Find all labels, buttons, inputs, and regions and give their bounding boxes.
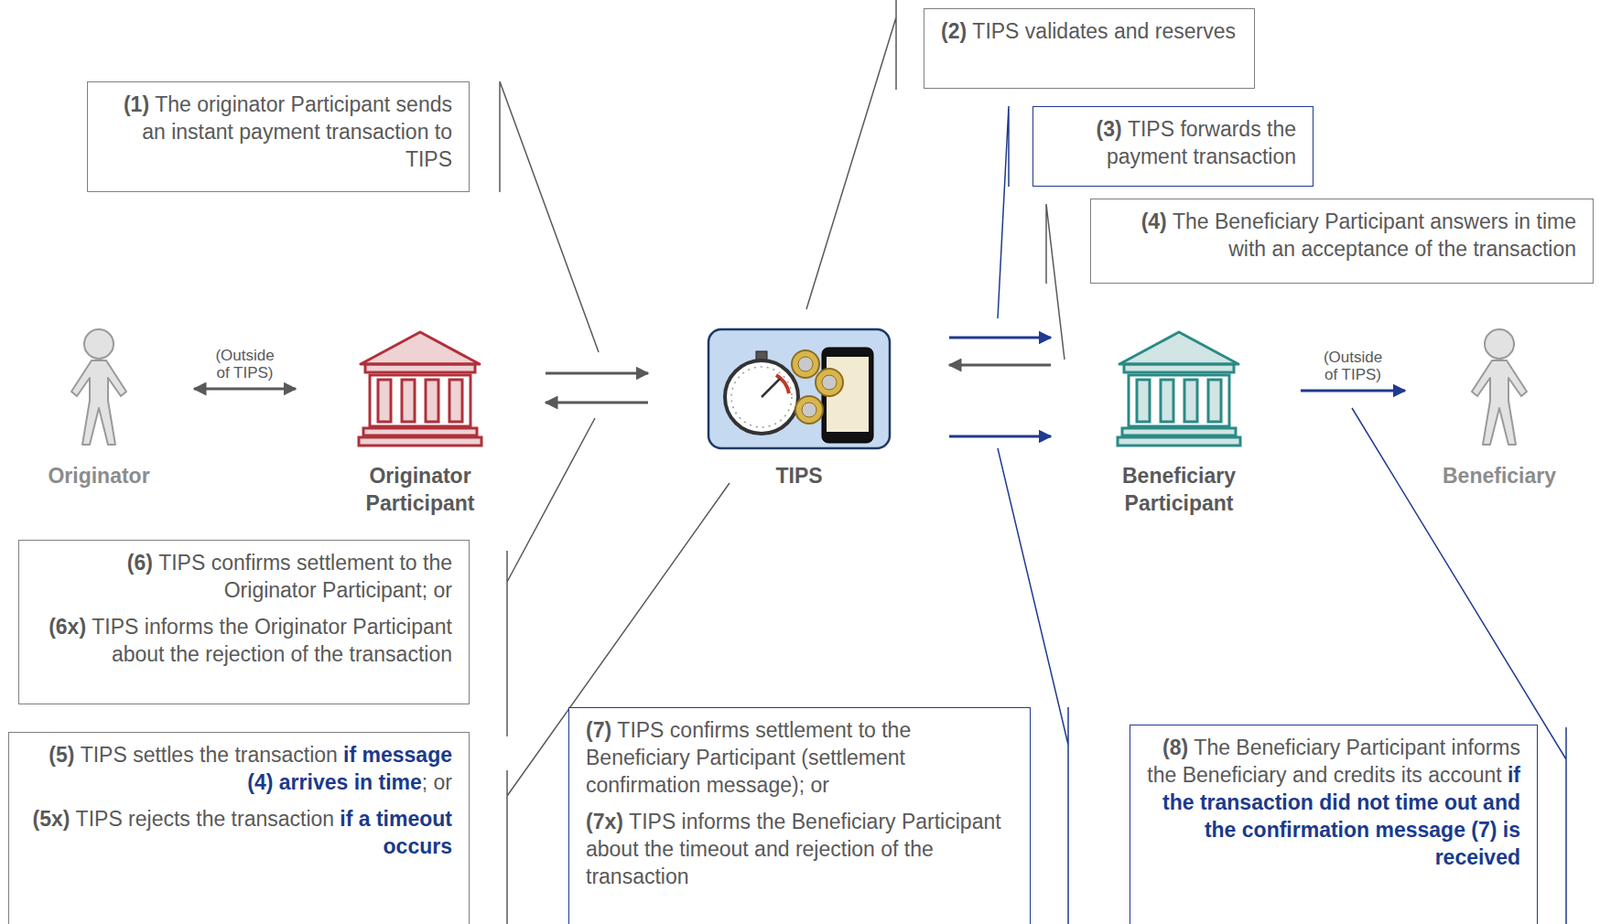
text-paragraph: TIPS bbox=[708, 462, 890, 490]
text-paragraph: Beneficiary Participant bbox=[1110, 462, 1248, 518]
step-number: (7) bbox=[585, 718, 612, 743]
step-number: (6) bbox=[127, 551, 153, 575]
callout-box: (5)TIPS settles the transactionif messag… bbox=[8, 732, 470, 924]
tips-icon-part bbox=[761, 378, 780, 398]
actor-label: Originator bbox=[34, 462, 163, 490]
step-text: ; or bbox=[421, 770, 453, 795]
step-text: The Beneficiary Participant answers in t… bbox=[1172, 209, 1577, 261]
text-paragraph: (6)TIPS confirms settlement to the Origi… bbox=[35, 549, 453, 605]
actor-node: Beneficiary Participant bbox=[1110, 320, 1248, 518]
text-paragraph: Beneficiary bbox=[1435, 462, 1564, 490]
step-number: (4) bbox=[1141, 209, 1168, 234]
step-number: (5) bbox=[48, 743, 75, 768]
actor-label: Beneficiary bbox=[1435, 462, 1564, 490]
callout-box: (4)The Beneficiary Participant answers i… bbox=[1090, 198, 1594, 284]
callout-box: (2)TIPS validates and reserves bbox=[923, 8, 1255, 89]
tips-icon-part bbox=[731, 367, 792, 428]
tips-icon-part bbox=[801, 402, 817, 418]
actor-node: Originator bbox=[34, 320, 163, 513]
text-paragraph: (8)The Beneficiary Participant informs t… bbox=[1146, 734, 1521, 872]
step-number: (2) bbox=[940, 19, 967, 44]
callout-box: (7)TIPS confirms settlement to the Benef… bbox=[568, 707, 1031, 924]
leader-lines bbox=[499, 0, 1567, 924]
step-text: TIPS confirms settlement to the Benefici… bbox=[585, 718, 911, 798]
flow-arrow bbox=[545, 401, 649, 405]
flow-arrow bbox=[949, 336, 1051, 340]
step-text: The Beneficiary Participant informs the … bbox=[1146, 735, 1521, 788]
step-text: TIPS confirms settlement to the Originat… bbox=[158, 551, 453, 603]
step-number: (8) bbox=[1162, 735, 1189, 760]
callout-box: (1)The originator Participant sends an i… bbox=[86, 81, 470, 193]
flow-arrow bbox=[1300, 389, 1406, 393]
text-paragraph: (5x)TIPS rejects the transactionif a tim… bbox=[25, 805, 453, 861]
actor-node: Originator Participant bbox=[351, 320, 489, 518]
flow-arrow bbox=[545, 372, 649, 376]
originator-bank-icon bbox=[358, 332, 482, 446]
flow-arrow bbox=[949, 435, 1051, 439]
text-paragraph: (7)TIPS confirms settlement to the Benef… bbox=[585, 716, 1014, 800]
actor-label: TIPS bbox=[708, 462, 890, 490]
actor-label: Originator Participant bbox=[351, 462, 489, 518]
step-number: (5x) bbox=[32, 807, 71, 832]
actor-label: Beneficiary Participant bbox=[1110, 462, 1248, 518]
text-paragraph: (2)TIPS validates and reserves bbox=[940, 17, 1238, 45]
leader-lines-part bbox=[997, 106, 1009, 319]
text-paragraph: (3)TIPS forwards the payment transaction bbox=[1049, 115, 1297, 171]
step-text: TIPS validates and reserves bbox=[972, 19, 1236, 44]
step-number: (3) bbox=[1096, 117, 1123, 141]
text-paragraph: (7x)TIPS informs the Beneficiary Partici… bbox=[585, 808, 1014, 891]
text-paragraph: Originator bbox=[34, 462, 163, 490]
step-text: TIPS rejects the transaction bbox=[75, 807, 336, 832]
edge-label: (Outside of TIPS) bbox=[1314, 348, 1392, 384]
tips-icon-part bbox=[791, 350, 820, 379]
actor-node: Beneficiary bbox=[1435, 320, 1564, 513]
text-paragraph: (5)TIPS settles the transactionif messag… bbox=[25, 741, 453, 797]
tips-icon-part bbox=[798, 356, 813, 372]
tips-icon-part bbox=[776, 375, 790, 394]
tips-icon-part bbox=[795, 396, 823, 424]
step-text: The originator Participant sends an inst… bbox=[141, 92, 453, 172]
edge-label: (Outside of TIPS) bbox=[206, 346, 284, 382]
leader-lines-part bbox=[507, 418, 595, 737]
leader-lines-part bbox=[806, 0, 897, 310]
step-number: (1) bbox=[123, 92, 150, 117]
text-paragraph: Originator Participant bbox=[351, 462, 489, 518]
beneficiary-bank-icon bbox=[1117, 332, 1241, 446]
tips-icon-part bbox=[815, 368, 844, 397]
tips-icon-part bbox=[724, 360, 799, 434]
flow-arrow bbox=[194, 388, 296, 391]
text-paragraph: (6x)TIPS informs the Originator Particip… bbox=[35, 613, 453, 669]
callout-box: (8)The Beneficiary Participant informs t… bbox=[1129, 724, 1538, 924]
callout-box: (3)TIPS forwards the payment transaction bbox=[1032, 106, 1314, 187]
step-text: TIPS forwards the payment transaction bbox=[1106, 117, 1297, 169]
flow-arrow bbox=[949, 364, 1051, 368]
tips-icon bbox=[708, 329, 890, 449]
text-paragraph: (4)The Beneficiary Participant answers i… bbox=[1107, 207, 1577, 263]
step-number: (6x) bbox=[48, 615, 87, 639]
originator-icon bbox=[71, 329, 127, 445]
actor-node: TIPS bbox=[708, 320, 890, 513]
condition-text: if a timeout occurs bbox=[339, 807, 453, 859]
text-paragraph: (1)The originator Participant sends an i… bbox=[104, 90, 453, 173]
step-number: (7x) bbox=[585, 810, 624, 834]
step-text: TIPS settles the transaction bbox=[80, 743, 338, 768]
step-text: TIPS informs the Beneficiary Participant… bbox=[585, 810, 1002, 889]
tips-icon-part bbox=[821, 375, 837, 390]
tips-icon-part bbox=[708, 329, 890, 449]
leader-lines-part bbox=[499, 81, 599, 353]
beneficiary-icon bbox=[1471, 329, 1527, 445]
callout-box: (6)TIPS confirms settlement to the Origi… bbox=[18, 540, 470, 705]
step-text: TIPS informs the Originator Participant … bbox=[91, 615, 453, 667]
